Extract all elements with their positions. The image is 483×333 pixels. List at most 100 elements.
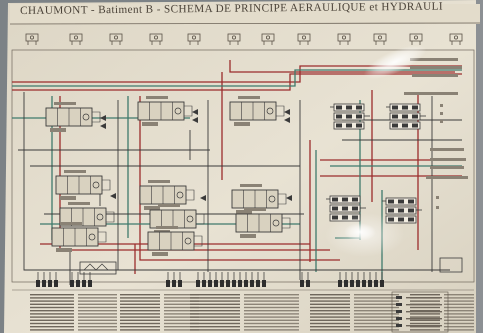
legend-symbol: [396, 310, 402, 313]
legend-line: [244, 322, 299, 325]
legend-line: [410, 294, 440, 296]
diffuser-mark: [286, 195, 292, 201]
legend-line: [30, 306, 74, 309]
right-side-labels: [404, 58, 468, 209]
right-frame-edge: [476, 0, 483, 333]
legend-line: [444, 326, 474, 328]
legend-line: [444, 322, 474, 325]
air-handling-unit: [55, 170, 111, 200]
legend-line: [190, 297, 240, 299]
equipment-blocks: [45, 96, 292, 256]
legend-line: [190, 322, 240, 325]
legend-line: [78, 313, 117, 315]
terminal-connector: [256, 272, 260, 287]
legend-line: [310, 294, 350, 296]
legend-line: [310, 316, 350, 318]
legend-line: [444, 306, 474, 309]
terminal-connector: [54, 272, 58, 287]
legend-line: [120, 322, 160, 325]
legend-line: [78, 322, 117, 325]
terminal-connector: [374, 272, 378, 287]
legend-line: [120, 326, 160, 328]
terminal-connector: [76, 272, 80, 287]
terminal-connector: [214, 272, 218, 287]
terminal-connector: [356, 272, 360, 287]
legend-line: [310, 313, 350, 315]
terminal-connector: [344, 272, 348, 287]
terminal-strip: [36, 257, 463, 287]
legend-line: [30, 294, 74, 296]
legend-line: [354, 322, 399, 325]
legend-line: [78, 300, 117, 302]
legend-line: [244, 303, 299, 305]
air-handling-unit: [229, 96, 285, 126]
air-handling-unit: [51, 222, 107, 252]
legend-line: [444, 294, 474, 296]
legend-line: [78, 326, 117, 328]
title-band: [10, 4, 480, 24]
legend-symbol: [396, 324, 402, 327]
legend-line: [310, 297, 350, 299]
legend-line: [244, 300, 299, 302]
legend-line: [120, 319, 160, 321]
terminal-connector: [42, 272, 46, 287]
legend-line: [354, 310, 399, 312]
legend-line: [406, 297, 442, 299]
legend-line: [310, 310, 350, 312]
equipment-pictogram: [227, 33, 241, 45]
legend-line: [164, 326, 199, 328]
legend-line: [244, 319, 299, 321]
diffuser-mark: [192, 109, 198, 115]
legend-line: [30, 329, 74, 331]
terminal-connector: [232, 272, 236, 287]
air-handling-unit: [45, 102, 101, 132]
legend-line: [244, 313, 299, 315]
legend-line: [30, 310, 74, 312]
title-underline: [9, 22, 481, 25]
legend-line: [30, 326, 74, 328]
terminal-connector: [202, 272, 206, 287]
equipment-pictogram: [449, 33, 463, 45]
legend-line: [190, 319, 240, 321]
legend-line: [30, 313, 74, 315]
legend-line: [444, 316, 474, 318]
legend-line: [78, 329, 117, 331]
terminal-connector: [300, 272, 304, 287]
diffuser-mark: [284, 109, 290, 115]
legend-line: [310, 322, 350, 325]
terminal-connector: [208, 272, 212, 287]
legend-line: [190, 306, 240, 309]
equipment-pictogram: [109, 33, 123, 45]
equipment-pictogram: [409, 33, 423, 45]
legend-line: [120, 329, 160, 331]
legend-line: [164, 297, 199, 299]
legend-line: [406, 325, 442, 327]
terminal-connector: [172, 272, 176, 287]
legend-line: [354, 306, 399, 309]
legend-line: [244, 297, 299, 299]
air-handling-unit: [147, 226, 203, 256]
terminal-connector: [306, 272, 310, 287]
legend-line: [30, 297, 74, 299]
legend-line: [410, 313, 440, 315]
diagram-border: [11, 49, 475, 283]
legend-line: [30, 300, 74, 302]
legend-line: [78, 316, 117, 318]
legend-line: [120, 316, 160, 318]
valve-stack: [386, 103, 426, 130]
legend-line: [120, 303, 160, 305]
legend-symbol-box: [391, 291, 449, 333]
valve-stack: [330, 103, 370, 130]
legend-line: [406, 318, 442, 320]
legend-line: [310, 319, 350, 321]
legend-line: [164, 310, 199, 312]
terminal-connector: [88, 272, 92, 287]
legend-line: [164, 306, 199, 309]
legend-line: [164, 303, 199, 305]
legend-symbol: [396, 303, 402, 306]
diffuser-mark: [284, 117, 290, 123]
legend-line: [190, 294, 240, 296]
legend-line: [244, 310, 299, 312]
glass-glare-top: [363, 44, 427, 80]
